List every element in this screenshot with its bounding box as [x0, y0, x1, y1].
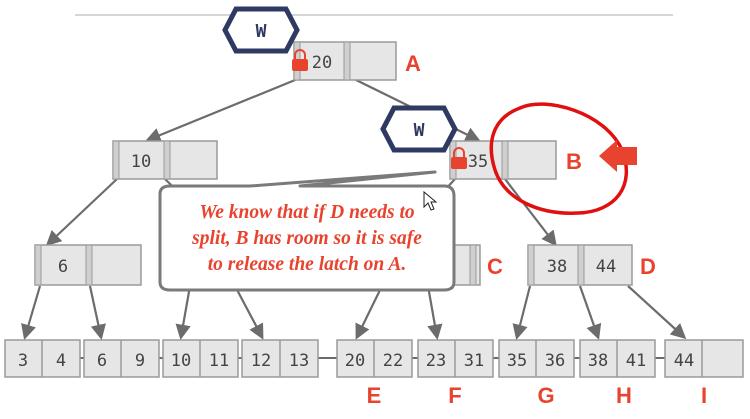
leaf-key: 36 [545, 351, 565, 371]
leaf-4: 12 13 [241, 339, 319, 378]
leaf-key: 3 [18, 351, 28, 371]
node-6: 6 [34, 244, 142, 286]
edge-10-to-6 [45, 178, 118, 247]
leaf-f-label: F [448, 383, 461, 408]
leaf-key: 22 [383, 351, 403, 371]
write-latch-b: W [380, 105, 458, 153]
edge-d-to-h [578, 285, 602, 340]
leaf-key: 10 [171, 351, 191, 371]
leaf-key: 31 [464, 351, 484, 371]
lock-icon [451, 147, 467, 169]
edge-c1-to-leaf3 [175, 285, 192, 341]
leaf-key: 23 [426, 351, 446, 371]
node-a: 20 A [293, 41, 421, 81]
leaf-key: 20 [345, 351, 365, 371]
leaf-g: 35 36 G [498, 339, 575, 408]
leaf-f: 23 31 F [417, 339, 494, 408]
node-a-key: 20 [312, 53, 332, 73]
node-b: 35 B [449, 140, 582, 180]
annotation-circle [489, 102, 629, 215]
edge-d-to-g [512, 285, 532, 340]
lock-icon [292, 49, 308, 71]
edge-c-to-f [426, 285, 443, 341]
node-d-label: D [640, 254, 656, 279]
leaf-key: 41 [626, 351, 646, 371]
edge-a-to-10 [145, 76, 301, 143]
node-b-key: 35 [468, 152, 488, 172]
edge-d-to-i [627, 285, 687, 340]
node-c-label: C [487, 254, 503, 279]
leaf-key: 9 [135, 351, 145, 371]
leaf-key: 12 [251, 351, 271, 371]
edge-c-to-e [355, 285, 383, 340]
latch-b-mode: W [414, 120, 425, 141]
leaf-key: 13 [289, 351, 309, 371]
leaf-i: 44 I [664, 339, 744, 408]
node-10-key: 10 [131, 152, 151, 172]
leaf-key: 6 [97, 351, 107, 371]
leaf-key: 4 [56, 351, 66, 371]
leaf-3: 10 11 [162, 339, 239, 378]
node-d: 38 44 D [527, 244, 656, 286]
node-b-label: B [566, 149, 582, 174]
node-d-key-1: 38 [547, 257, 567, 277]
node-6-key: 6 [58, 257, 68, 277]
leaf-h-label: H [616, 383, 632, 408]
callout-line-2: split, B has room so it is safe [191, 228, 422, 249]
leaf-1: 3 4 [4, 339, 81, 378]
leaf-e: 20 22 E [336, 339, 413, 408]
write-latch-a: W [222, 6, 300, 54]
latch-a-mode: W [256, 21, 267, 42]
callout-line-3: to release the latch on A. [208, 254, 407, 275]
node-a-label: A [405, 51, 421, 76]
edge-6-to-leaf2 [88, 285, 106, 341]
edge-6-to-leaf1 [21, 285, 42, 340]
callout-bubble: We know that if D needs to split, B has … [158, 170, 456, 292]
callout-line-1: We know that if D needs to [199, 202, 414, 223]
node-10: 10 [112, 140, 218, 180]
leaf-key: 44 [674, 351, 694, 371]
leaf-i-label: I [701, 383, 707, 408]
pointer-arrow-icon [599, 140, 637, 172]
leaf-h: 38 41 H [579, 339, 656, 408]
leaf-key: 38 [588, 351, 608, 371]
node-d-key-2: 44 [596, 257, 616, 277]
edge-c1-to-leaf4 [234, 285, 264, 340]
leaf-2: 6 9 [83, 339, 160, 378]
edge-b-to-d [504, 178, 557, 247]
leaf-g-label: G [537, 383, 554, 408]
leaf-key: 11 [209, 351, 229, 371]
leaf-key: 35 [507, 351, 527, 371]
mouse-cursor-icon [423, 190, 438, 211]
leaf-e-label: E [367, 383, 382, 408]
